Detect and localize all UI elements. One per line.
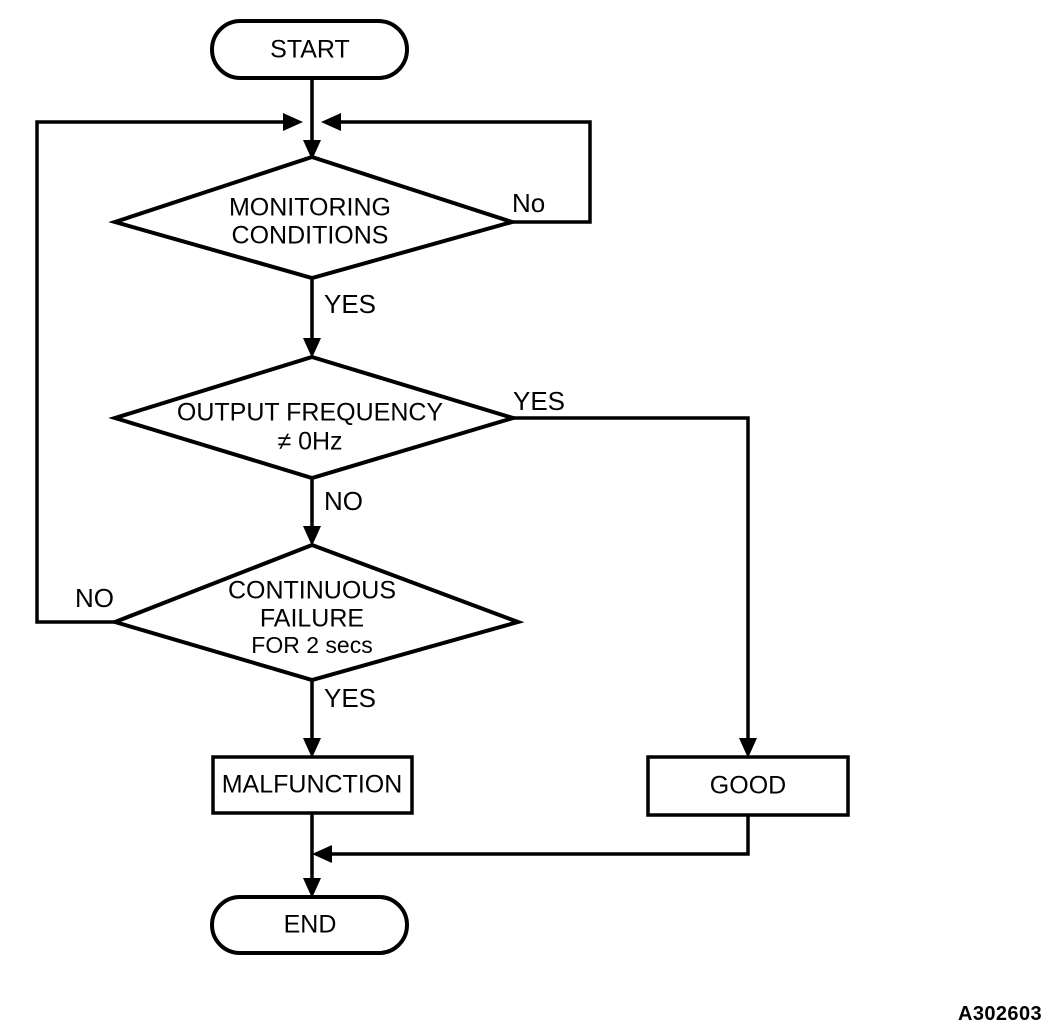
arrow-into-continuous	[303, 526, 321, 546]
start-shape	[210, 19, 409, 80]
node-good[interactable]: GOOD	[646, 755, 850, 817]
continuous-label-line2: FAILURE	[260, 605, 364, 633]
connector-loop-left	[35, 120, 290, 624]
frequency-shape	[108, 354, 520, 481]
edge-label-continuous-no: NO	[75, 583, 114, 613]
continuous-label-line3: FOR 2 secs	[251, 632, 372, 658]
connector-good-to-merge	[325, 815, 750, 856]
arrow-good-merge	[312, 845, 332, 863]
figure-code-label: A302603	[958, 1003, 1042, 1025]
node-monitoring-conditions[interactable]: MONITORING CONDITIONS	[108, 154, 519, 281]
node-end[interactable]: END	[210, 895, 409, 955]
good-shape	[646, 755, 850, 817]
malfunction-label: MALFUNCTION	[222, 771, 403, 799]
node-continuous-failure[interactable]: CONTINUOUS FAILURE FOR 2 secs	[108, 542, 525, 683]
arrow-into-frequency	[303, 338, 321, 358]
monitoring-shape	[108, 154, 519, 281]
edge-label-monitoring-no: No	[512, 188, 545, 218]
edge-label-continuous-yes: YES	[324, 683, 376, 713]
edge-label-monitoring-yes: YES	[324, 289, 376, 319]
monitoring-label-line2: CONDITIONS	[232, 222, 389, 250]
end-label: END	[284, 911, 337, 939]
node-malfunction[interactable]: MALFUNCTION	[211, 755, 414, 815]
frequency-label-line2: ≠ 0Hz	[277, 428, 342, 456]
frequency-label-line1: OUTPUT FREQUENCY	[177, 399, 444, 427]
malfunction-shape	[211, 755, 414, 815]
node-start[interactable]: START	[210, 19, 409, 80]
monitoring-label-line1: MONITORING	[229, 194, 391, 222]
arrow-loop-right-merge	[321, 113, 341, 131]
arrow-into-malfunction	[303, 738, 321, 758]
good-label: GOOD	[710, 772, 786, 800]
connector-loop-right	[334, 120, 592, 224]
arrow-loop-left-merge	[283, 113, 303, 131]
continuous-shape	[108, 542, 525, 683]
connector-frequency-yes-to-good	[513, 416, 750, 748]
arrow-into-end	[303, 878, 321, 898]
edge-label-frequency-yes: YES	[513, 386, 565, 416]
arrow-into-monitoring	[303, 140, 321, 160]
continuous-label-line1: CONTINUOUS	[228, 577, 396, 605]
end-shape	[210, 895, 409, 955]
node-output-frequency[interactable]: OUTPUT FREQUENCY ≠ 0Hz	[108, 354, 520, 481]
edge-label-frequency-no: NO	[324, 486, 363, 516]
start-label: START	[270, 36, 350, 64]
arrow-into-good	[739, 738, 757, 758]
